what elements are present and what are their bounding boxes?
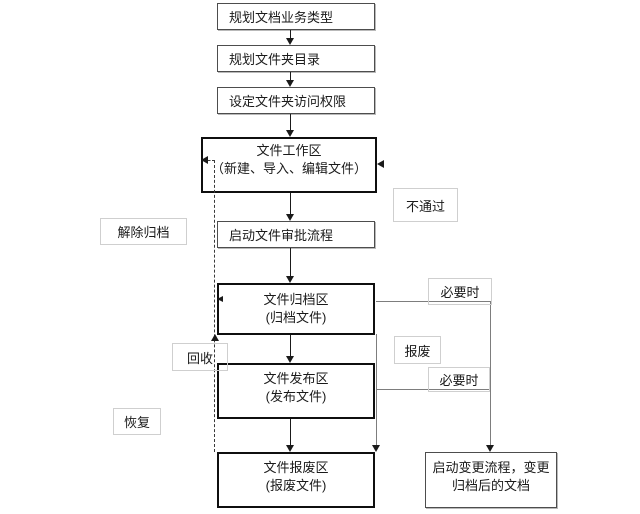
label-recycle: 回收 — [172, 343, 228, 371]
flow-box-scrap-area: 文件报废区 (报废文件) — [217, 452, 375, 508]
connector-workspace-to-approval — [290, 193, 291, 215]
flow-box-label: 启动文件审批流程 — [229, 228, 334, 243]
connector-change-vertical — [490, 301, 491, 445]
connector-return-dashed — [214, 160, 215, 452]
arrow-down-icon — [286, 38, 294, 45]
label-text: 不通过 — [405, 198, 445, 214]
flow-box-archive-area: 文件归档区 (归档文件) — [217, 283, 375, 335]
flow-box-label-line1: 启动变更流程，变更 — [432, 460, 550, 475]
flow-box-plan-folder: 规划文件夹目录 — [217, 45, 375, 72]
connector-archive-to-change — [376, 301, 490, 302]
label-text: 报废 — [404, 343, 431, 359]
label-when-necessary-publish: 必要时 — [428, 367, 490, 392]
arrow-left-icon — [377, 160, 384, 168]
flow-box-label-line1: 文件发布区 — [263, 371, 329, 386]
connector-plan-to-folder — [290, 30, 291, 39]
label-when-necessary-archive: 必要时 — [428, 278, 492, 305]
arrow-up-icon — [211, 334, 219, 341]
flow-box-label-line2: (报废文件) — [265, 478, 327, 493]
flow-box-label-line1: 文件归档区 — [263, 292, 329, 307]
flow-box-label-line2: （新建、导入、编辑文件） — [210, 161, 367, 176]
label-text: 恢复 — [123, 415, 150, 430]
arrow-left-icon — [217, 296, 223, 302]
connector-publish-to-scrap — [290, 419, 291, 446]
label-not-passed: 不通过 — [393, 188, 458, 222]
label-scrap: 报废 — [394, 336, 441, 364]
connector-approval-to-archive — [290, 248, 291, 277]
flow-box-label: 规划文档业务类型 — [229, 10, 334, 25]
arrow-down-icon — [486, 445, 494, 452]
flow-box-label-line2: (发布文件) — [265, 389, 327, 404]
flow-box-label-line2: (归档文件) — [265, 310, 327, 325]
flow-box-label-line1: 文件报废区 — [263, 460, 329, 475]
flow-box-label: 规划文件夹目录 — [229, 52, 321, 67]
flow-box-publish-area: 文件发布区 (发布文件) — [217, 363, 375, 419]
flow-box-plan-doc-type: 规划文档业务类型 — [217, 3, 375, 30]
label-text: 回收 — [186, 350, 213, 366]
arrow-down-icon — [372, 445, 380, 452]
arrow-down-icon — [286, 445, 294, 452]
label-unarchive: 解除归档 — [100, 218, 187, 245]
arrow-down-icon — [286, 276, 294, 283]
label-text: 必要时 — [440, 285, 480, 300]
flow-box-workspace: 文件工作区 （新建、导入、编辑文件） — [201, 137, 377, 193]
connector-scrap-vertical — [376, 334, 377, 446]
arrow-down-icon — [286, 214, 294, 221]
label-text: 解除归档 — [117, 225, 170, 240]
connector-permission-to-workspace — [290, 114, 291, 131]
connector-archive-to-publish — [290, 335, 291, 357]
connector-unarchive-stub — [203, 160, 215, 161]
arrow-down-icon — [286, 356, 294, 363]
flow-box-set-permission: 设定文件夹访问权限 — [217, 87, 375, 114]
arrow-left-icon — [201, 156, 208, 164]
arrow-down-icon — [286, 80, 294, 87]
flow-box-label: 设定文件夹访问权限 — [229, 94, 347, 109]
flow-box-change-process: 启动变更流程，变更 归档后的文档 — [425, 452, 557, 508]
flow-box-label-line1: 文件工作区 — [256, 143, 322, 158]
connector-folder-to-permission — [290, 72, 291, 81]
flow-box-label-line2: 归档后的文档 — [451, 478, 530, 493]
arrow-down-icon — [286, 130, 294, 137]
label-restore: 恢复 — [113, 408, 161, 435]
flow-box-approval-process: 启动文件审批流程 — [217, 221, 375, 248]
connector-publish-to-change — [376, 389, 490, 390]
label-text: 必要时 — [439, 373, 479, 388]
